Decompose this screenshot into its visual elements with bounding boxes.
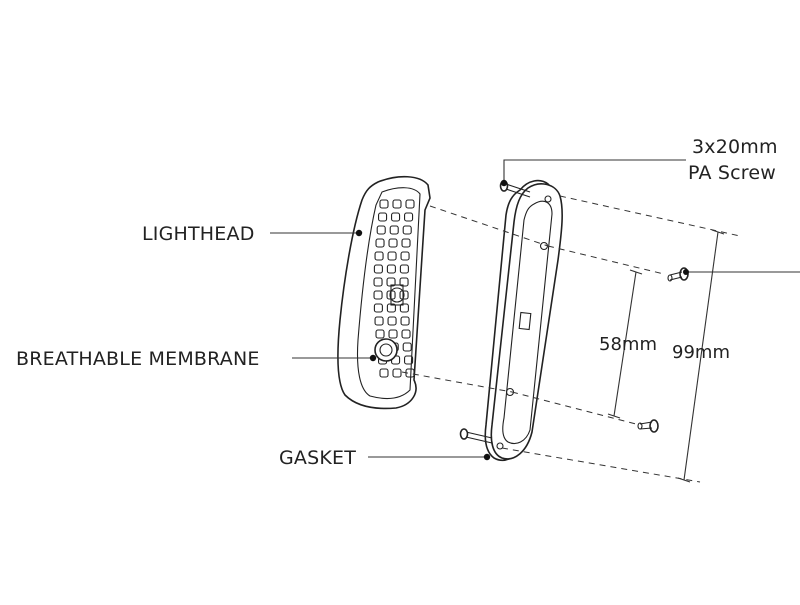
lighthead-fin	[400, 251, 410, 261]
lighthead-callout: LIGHTHEAD	[142, 223, 363, 245]
lighthead-fin	[387, 316, 397, 326]
screw-label-line2: PA Screw	[688, 162, 776, 184]
pa-screw-bottom-left	[459, 428, 493, 444]
lighthead-fin	[376, 225, 386, 235]
lighthead-fin	[402, 342, 412, 352]
lighthead-fin	[392, 199, 402, 209]
lighthead-fin	[401, 329, 411, 339]
lighthead-fin	[388, 238, 398, 248]
lighthead-fin	[386, 264, 396, 274]
lighthead-fin	[373, 277, 383, 287]
lighthead-fin	[399, 277, 409, 287]
lighthead-fin	[402, 225, 412, 235]
lighthead-fin	[373, 290, 383, 300]
lighthead-fins	[373, 199, 415, 378]
lighthead-fin	[374, 316, 384, 326]
lighthead-fin	[373, 264, 383, 274]
screw-label-line1: 3x20mm	[692, 136, 778, 158]
alignment-lines	[401, 195, 741, 483]
lighthead-fin	[404, 355, 414, 365]
lighthead-fin	[399, 290, 409, 300]
dimension-58mm-label: 58mm	[599, 334, 657, 355]
dimension-99mm: 99mm	[672, 229, 730, 483]
lighthead-fin	[401, 238, 411, 248]
gasket-plate	[484, 179, 563, 462]
lighthead-fin	[400, 316, 410, 326]
breathable-membrane-label: BREATHABLE MEMBRANE	[16, 348, 260, 370]
lighthead-fin	[375, 329, 385, 339]
lighthead-fin	[379, 199, 389, 209]
dimension-58mm: 58mm	[599, 269, 657, 419]
lighthead-part	[337, 175, 431, 410]
lighthead-fin	[405, 199, 415, 209]
lighthead-fin	[404, 212, 414, 222]
breathable-membrane-vent	[374, 338, 398, 362]
lighthead-fin	[399, 303, 409, 313]
gasket-label: GASKET	[279, 447, 356, 469]
breathable-membrane-callout: BREATHABLE MEMBRANE	[16, 348, 377, 370]
lighthead-fin	[378, 212, 388, 222]
lighthead-fin	[379, 368, 389, 378]
lighthead-fin	[374, 251, 384, 261]
lighthead-fin	[389, 225, 399, 235]
dimension-99mm-label: 99mm	[672, 342, 730, 363]
lighthead-fin	[388, 329, 398, 339]
gasket-callout: GASKET	[279, 447, 491, 469]
lighthead-fin	[399, 264, 409, 274]
lighthead-fin	[391, 212, 401, 222]
pa-screw-right-bottom	[637, 419, 659, 433]
lighthead-fin	[373, 303, 383, 313]
screw-callout: 3x20mm PA Screw	[500, 136, 800, 275]
lighthead-fin	[392, 368, 402, 378]
lighthead-label: LIGHTHEAD	[142, 223, 255, 245]
lighthead-fin	[387, 251, 397, 261]
lighthead-fin	[375, 238, 385, 248]
